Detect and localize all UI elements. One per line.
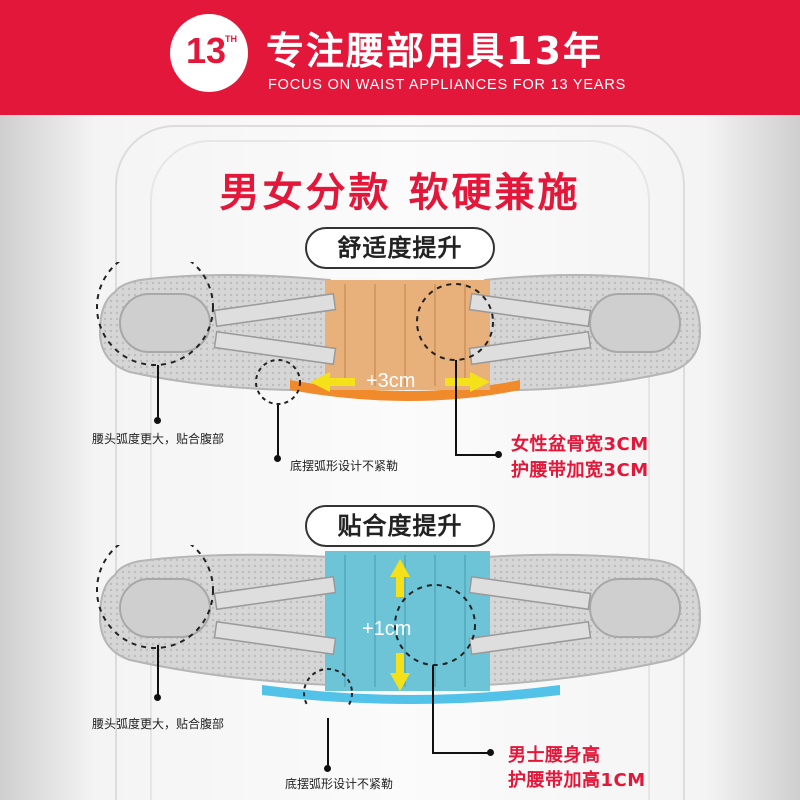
headline: 男女分款 软硬兼施 bbox=[219, 170, 581, 216]
header-banner: 13 TH 专注腰部用具13年 FOCUS ON WAIST APPLIANCE… bbox=[0, 0, 800, 115]
note-waist-curve: 腰头弧度更大，贴合腹部 bbox=[92, 432, 225, 446]
panel-label-fit: +1cm bbox=[362, 618, 412, 640]
leader-dot-left-2 bbox=[154, 694, 161, 701]
highlight-circle-hem bbox=[255, 359, 301, 405]
highlight-circle-left bbox=[96, 262, 214, 366]
leader-dot-center-2 bbox=[487, 749, 494, 756]
belt-right-pad bbox=[589, 578, 681, 638]
belt-hem bbox=[262, 685, 560, 704]
belt-hem bbox=[290, 380, 520, 401]
highlight-circle-center bbox=[416, 283, 494, 361]
leader-line-center-2 bbox=[432, 665, 434, 753]
belt-left-pad bbox=[119, 578, 211, 638]
backdrop-arch-outer bbox=[115, 125, 685, 800]
leader-dot-hem bbox=[274, 455, 281, 462]
leader-line-center-2-h bbox=[432, 752, 488, 754]
highlight-circle-hem bbox=[303, 668, 353, 705]
leader-line-hem-2 bbox=[327, 718, 329, 768]
highlight-circle-left bbox=[96, 545, 214, 649]
belt-right-pad bbox=[589, 293, 681, 353]
leader-line-hem bbox=[277, 405, 279, 457]
callout-line1-comfort: 女性盆骨宽3CM bbox=[511, 434, 649, 455]
section-title-comfort: 舒适度提升 bbox=[305, 227, 495, 269]
callout-line2-fit: 护腰带加高1CM bbox=[508, 770, 646, 791]
section-title-fit: 贴合度提升 bbox=[305, 505, 495, 547]
badge-number: 13 bbox=[185, 30, 227, 71]
belt-illustration-comfort bbox=[96, 262, 702, 405]
callout-line1-fit: 男士腰身高 bbox=[508, 745, 601, 766]
belt-left-pad bbox=[119, 293, 211, 353]
leader-line-left-2 bbox=[157, 645, 159, 697]
header-title: 专注腰部用具13年 bbox=[266, 29, 603, 73]
note-hem-design: 底摆弧形设计不紧勒 bbox=[290, 459, 399, 473]
highlight-circle-center bbox=[394, 584, 476, 666]
note-waist-curve-2: 腰头弧度更大，贴合腹部 bbox=[92, 717, 225, 731]
arrow-up-icon bbox=[390, 559, 410, 597]
badge-superscript: TH bbox=[225, 34, 237, 44]
anniversary-badge: 13 TH bbox=[170, 14, 248, 92]
leader-dot-hem-2 bbox=[324, 765, 331, 772]
backdrop-arch-inner bbox=[150, 140, 650, 800]
arrow-left-icon bbox=[310, 372, 355, 392]
leader-dot-left bbox=[154, 417, 161, 424]
panel-label-comfort: +3cm bbox=[366, 370, 416, 392]
leader-line-center bbox=[455, 360, 457, 455]
belt-center-panel bbox=[325, 280, 490, 390]
arrow-right-icon bbox=[445, 372, 490, 392]
leader-dot-center bbox=[495, 451, 502, 458]
leader-line-center-h bbox=[455, 454, 497, 456]
callout-line2-comfort: 护腰带加宽3CM bbox=[511, 460, 649, 481]
header-subtitle: FOCUS ON WAIST APPLIANCES FOR 13 YEARS bbox=[268, 77, 627, 93]
arrow-down-icon bbox=[390, 653, 410, 691]
leader-line-left bbox=[157, 365, 159, 420]
note-hem-design-2: 底摆弧形设计不紧勒 bbox=[285, 777, 394, 791]
